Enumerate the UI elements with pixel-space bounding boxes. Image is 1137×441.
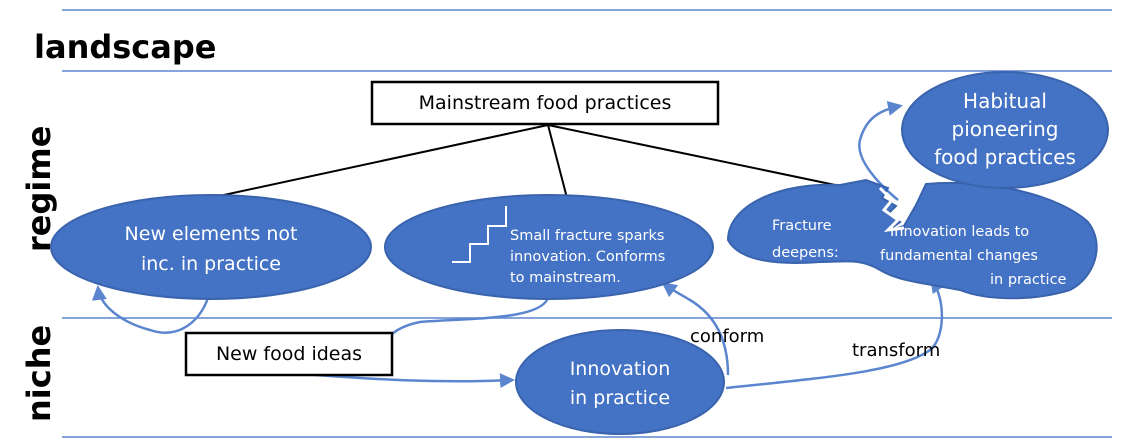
small-fracture-ellipse (384, 194, 714, 300)
transform-label: transform (852, 340, 940, 361)
connector-to-small-fracture (547, 124, 568, 199)
connector-to-new-elements (209, 124, 549, 199)
innovation-leads-line2: fundamental changes (880, 248, 1038, 264)
small-fracture-line3: to mainstream. (510, 270, 621, 286)
arrow-small-fracture-to-ideas (386, 297, 550, 341)
connector-to-fracture (547, 124, 841, 187)
new-ideas-label: New food ideas (216, 343, 362, 365)
innovation-practice-line2: in practice (570, 387, 670, 409)
new-elements-line2: inc. in practice (141, 253, 281, 275)
small-fracture-line1: Small fracture sparks (510, 228, 664, 244)
habitual-line2: pioneering (952, 117, 1059, 141)
arrow-new-elements-loop (91, 285, 210, 334)
innovation-leads-line3: in practice (990, 272, 1067, 288)
arrow-conform (661, 282, 730, 376)
fracture-deepens-line1: Fracture (772, 218, 832, 234)
landscape-label: landscape (34, 28, 216, 66)
innovation-practice-line1: Innovation (570, 358, 671, 380)
arrow-transform (725, 277, 946, 390)
fracture-crack-icon (878, 186, 905, 233)
fracture-blob (726, 178, 1098, 300)
innovation-practice-ellipse (515, 329, 725, 435)
stairs-icon (452, 206, 507, 263)
niche-label: niche (20, 325, 58, 422)
mainstream-box (370, 80, 720, 126)
new-elements-line1: New elements not (125, 223, 298, 245)
new-ideas-box (184, 331, 394, 377)
habitual-ellipse (901, 71, 1109, 189)
habitual-line3: food practices (934, 145, 1076, 169)
regime-label: regime (20, 126, 58, 252)
conform-label: conform (690, 326, 764, 347)
mainstream-label: Mainstream food practices (419, 92, 672, 114)
habitual-line1: Habitual (963, 89, 1047, 113)
fracture-deepens-line2: deepens: (772, 245, 839, 261)
small-fracture-line2: innovation. Conforms (510, 249, 665, 265)
innovation-leads-line1: Innovation leads to (890, 224, 1029, 240)
new-elements-ellipse (50, 194, 372, 300)
